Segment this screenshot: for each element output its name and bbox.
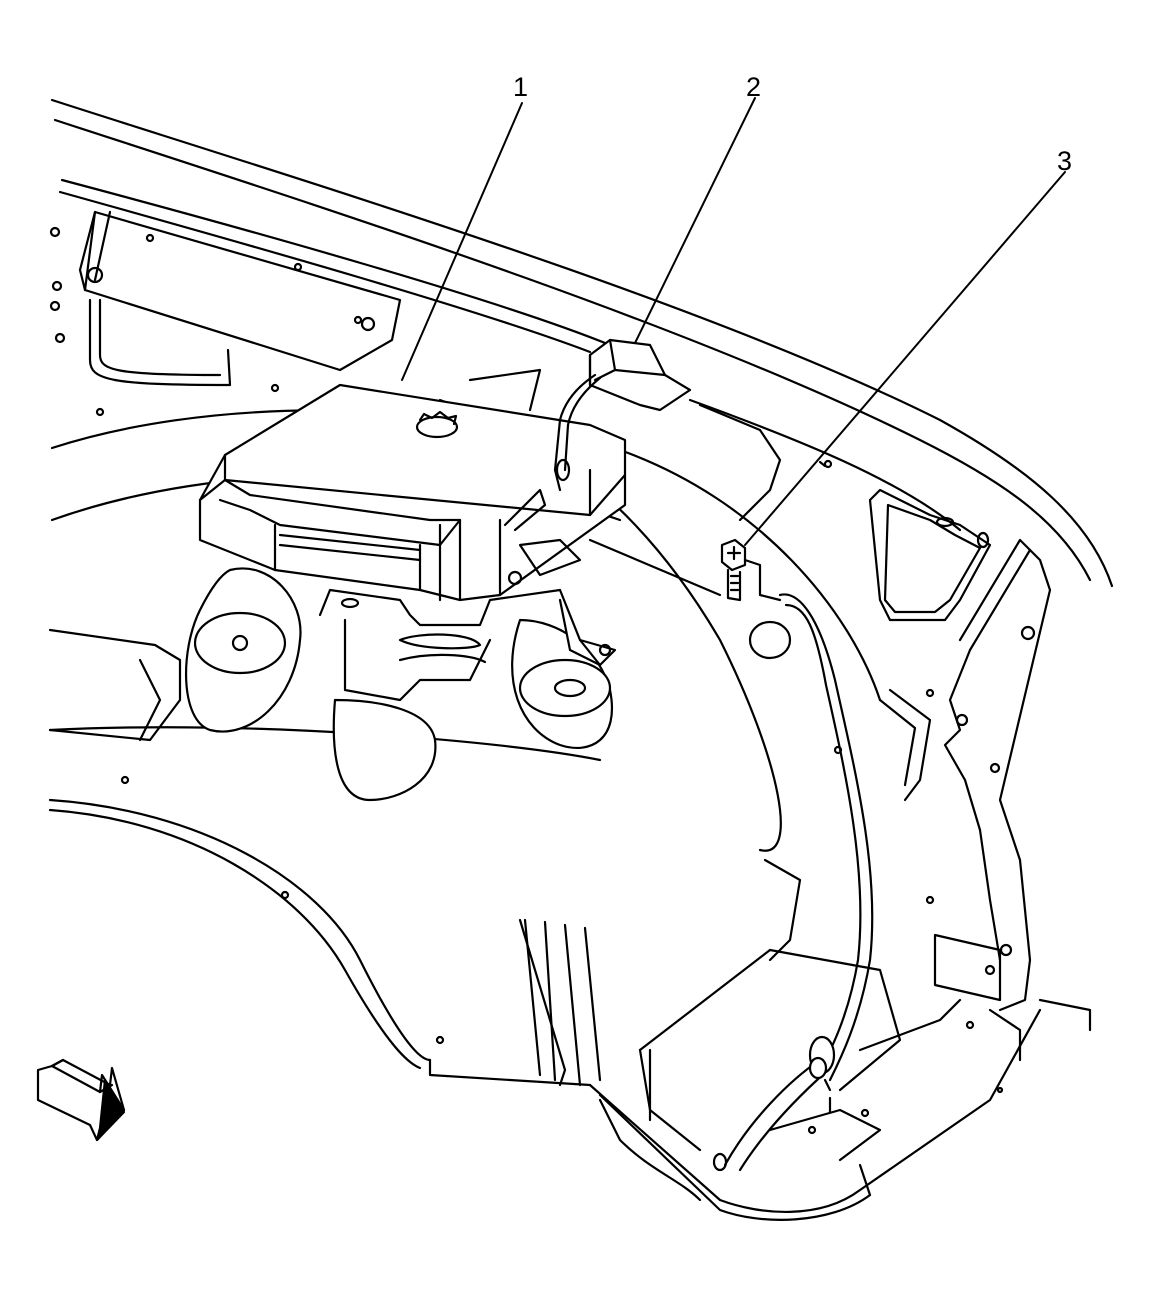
wiring-harness <box>712 593 874 1172</box>
insulator-block <box>48 628 182 742</box>
arrow-icon <box>36 1058 126 1142</box>
hinge-pillar <box>925 538 1052 1012</box>
upper-brace-bracket <box>78 210 402 387</box>
callout-3: 3 <box>1057 146 1072 176</box>
cowl-side-panel <box>698 403 992 802</box>
floor-ribs <box>518 918 652 1122</box>
wheelhouse-floor <box>120 775 1092 1221</box>
cowl-panel-edge <box>50 98 1114 588</box>
leader-lines <box>401 97 1066 546</box>
callout-1: 1 <box>513 72 528 102</box>
callout-2: 2 <box>746 72 761 102</box>
control-module <box>198 383 627 602</box>
ground-bolt <box>720 538 782 602</box>
panel-holes-left <box>49 226 280 417</box>
module-bracket <box>318 588 617 702</box>
impact-sensor <box>553 338 692 492</box>
callout-labels: 1 2 3 <box>513 72 1072 176</box>
